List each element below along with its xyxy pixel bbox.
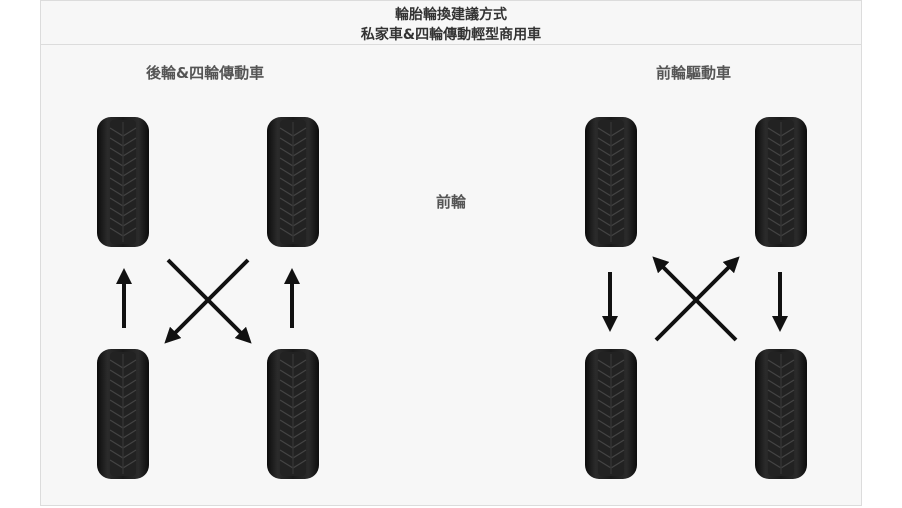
- arrow-up-icon: [284, 268, 300, 328]
- tire-icon: [96, 116, 150, 248]
- tire-icon: [266, 116, 320, 248]
- tire-icon: [584, 116, 638, 248]
- center-front-label: 前輪: [436, 193, 467, 211]
- left-section-label: 後輪&四輪傳動車: [146, 64, 265, 82]
- tire-icon: [754, 348, 808, 480]
- tire-icon: [96, 348, 150, 480]
- arrow-down-icon: [772, 272, 788, 332]
- arrow-down-icon: [602, 272, 618, 332]
- diagram-frame: [40, 0, 862, 506]
- cross-arrows-icon: [164, 258, 252, 344]
- arrow-up-icon: [116, 268, 132, 328]
- tire-icon: [266, 348, 320, 480]
- header: 輪胎輪換建議方式 私家車&四輪傳動輕型商用車: [40, 0, 862, 45]
- title-line-2: 私家車&四輪傳動輕型商用車: [360, 27, 542, 43]
- cross-arrows-icon: [652, 256, 740, 342]
- title-line-1: 輪胎輪換建議方式: [395, 7, 507, 23]
- tire-icon: [754, 116, 808, 248]
- right-section-label: 前輪驅動車: [656, 64, 732, 82]
- tire-icon: [584, 348, 638, 480]
